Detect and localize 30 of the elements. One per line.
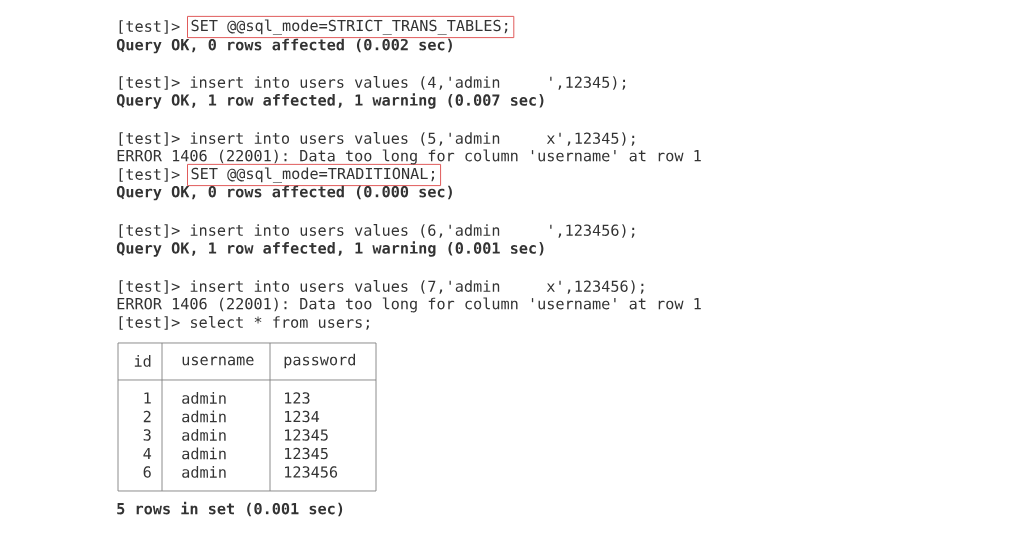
table-cell: admin bbox=[182, 410, 226, 423]
table-cell: 6 bbox=[143, 466, 151, 478]
table-cell: 12345 bbox=[285, 447, 328, 460]
table-cell: 3 bbox=[143, 429, 151, 441]
table-cell: 1234 bbox=[285, 410, 320, 423]
table-cell: admin bbox=[182, 466, 226, 478]
table-cell: 12345 bbox=[285, 429, 328, 441]
table-cell: admin bbox=[182, 429, 226, 441]
status-line: Query OK, 1 row affected, 1 warning (0.001 sec) bbox=[116, 241, 544, 257]
status-line: 5 rows in set (0.001 sec) bbox=[117, 501, 343, 517]
highlight-box: SET @@sql_mode=STRICT_TRANS_TABLES; bbox=[187, 15, 515, 39]
table-cell: admin bbox=[182, 392, 226, 404]
error-message: ERROR 1406 (22001): Data too long for column 'username' at row 1 bbox=[117, 297, 701, 313]
command-line: [test]> insert into users values (5,'admin x',12345); bbox=[119, 132, 635, 146]
table-header: id bbox=[134, 355, 151, 367]
command-line: [test]> insert into users values (7,'admin x',123456); bbox=[119, 280, 644, 294]
table-header: password bbox=[284, 353, 355, 369]
error-message: ERROR 1406 (22001): Data too long for column 'username' at row 1 bbox=[117, 149, 701, 165]
table-cell: 2 bbox=[143, 410, 151, 423]
table-header: username bbox=[182, 356, 254, 366]
table-cell: 1 bbox=[144, 392, 151, 404]
status-line: Query OK, 0 rows affected (0.000 sec) bbox=[116, 185, 452, 201]
command-line: [test]> select * from users; bbox=[119, 316, 369, 330]
command-line: [test]> insert into users values (4,'admin ',12345); bbox=[119, 76, 626, 90]
command-line: [test]> insert into users values (6,'admin ',123456); bbox=[119, 224, 635, 238]
table-cell: admin bbox=[182, 447, 226, 460]
table-cell: 123456 bbox=[285, 466, 338, 478]
table-cell: 123 bbox=[285, 392, 310, 404]
table-cell: 4 bbox=[143, 447, 152, 460]
status-line: Query OK, 1 row affected, 1 warning (0.007 sec) bbox=[116, 93, 544, 109]
